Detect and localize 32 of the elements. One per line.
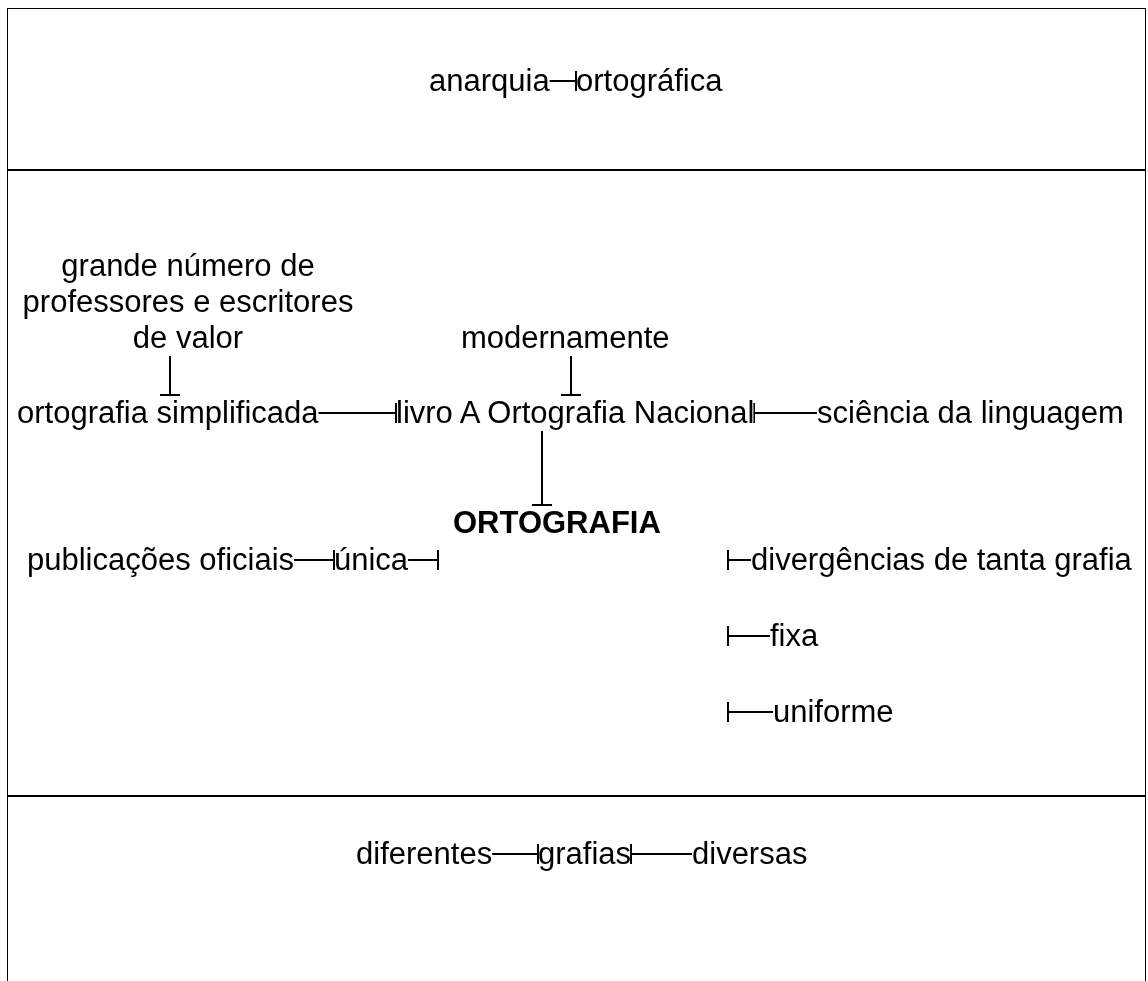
word-label: anarquia xyxy=(429,63,550,99)
phrase-label: grande número de professores e escritores de valor xyxy=(15,248,361,356)
bar-connector xyxy=(293,549,335,571)
word-label: uniforme xyxy=(773,694,894,730)
word-label: diversas xyxy=(692,836,808,872)
word-label: diferentes xyxy=(356,836,493,872)
bar-connector xyxy=(317,402,397,424)
bar-connector xyxy=(560,355,582,396)
bar-connector xyxy=(727,701,774,723)
bar-connector xyxy=(407,549,439,571)
word-label: divergências de tanta grafia xyxy=(751,542,1132,578)
word-label: ortografia simplificada xyxy=(17,395,319,431)
bar-connector xyxy=(727,625,771,647)
word-label: publicações oficiais xyxy=(27,542,295,578)
bar-connector xyxy=(531,430,553,506)
bar-connector xyxy=(630,843,693,865)
word-label: sciência da linguagem xyxy=(817,395,1124,431)
bar-connector xyxy=(727,549,752,571)
heading-word: ORTOGRAFIA xyxy=(453,505,661,541)
word-label: ortográfica xyxy=(576,63,723,99)
word-label: grafias xyxy=(538,836,632,872)
bar-connector xyxy=(753,402,818,424)
word-label: única xyxy=(334,542,409,578)
section-band xyxy=(7,8,1146,170)
bar-connector xyxy=(548,70,577,92)
bar-connector xyxy=(491,843,539,865)
word-label: livro A Ortografia Nacional xyxy=(396,395,755,431)
word-label: modernamente xyxy=(461,320,670,356)
word-label: fixa xyxy=(770,618,819,654)
section-band xyxy=(7,796,1146,981)
section-band xyxy=(7,170,1146,796)
bar-connector xyxy=(159,355,181,396)
